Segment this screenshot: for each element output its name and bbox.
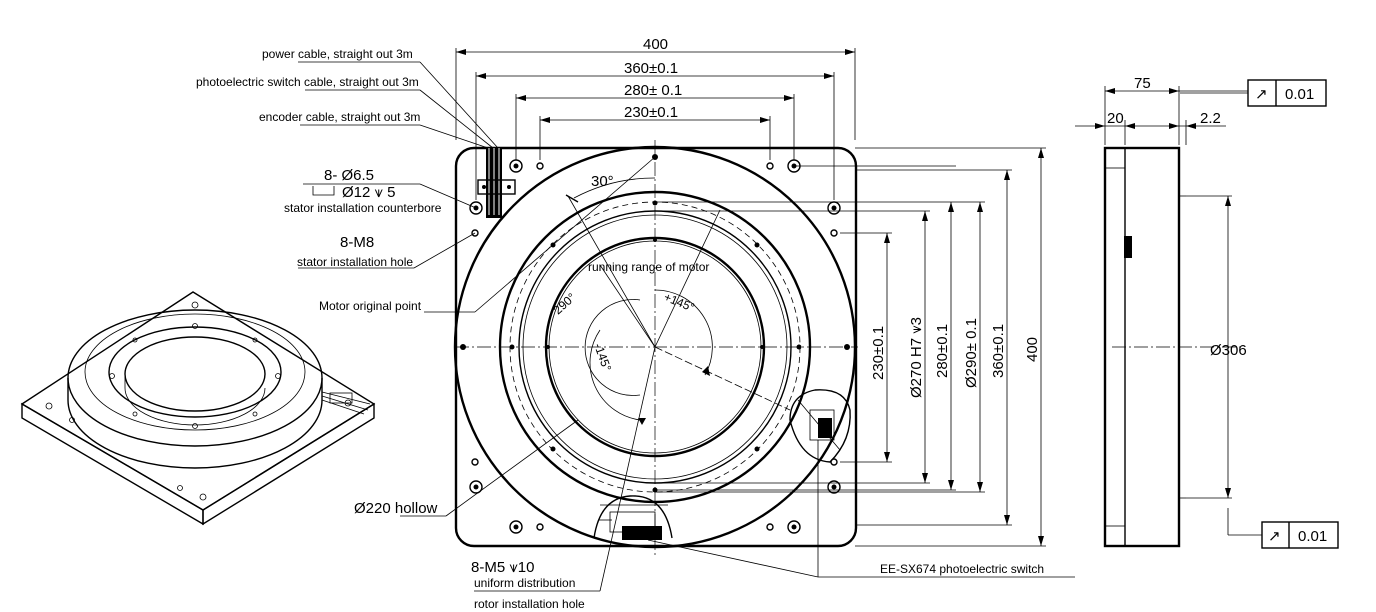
cable-exits	[477, 148, 516, 218]
right-dimensions: 230±0.1 Ø270 H7 ⩛3 280±0.1 Ø290± 0.1 360…	[655, 147, 1046, 547]
m8-count: 8-M8	[340, 234, 374, 251]
range-plus-label: +145°	[662, 290, 697, 315]
dim-v360: 360±0.1	[990, 324, 1007, 378]
photoelectric-switch-bottom	[593, 495, 673, 540]
switch-label: EE-SX674 photoelectric switch	[880, 562, 1044, 576]
tolerance-frame-bottom: ↗ 0.01	[1227, 508, 1339, 549]
m5-count: 8-M5 ⩛10	[471, 559, 535, 576]
photoelectric-switch-right	[789, 389, 851, 463]
counterbore-spec: Ø12 ⩛ 5	[342, 184, 396, 201]
m5-uniform-label: uniform distribution	[474, 576, 575, 590]
tolerance-top-value: 0.01	[1285, 86, 1314, 103]
top-dimensions: 400 360±0.1 280± 0.1 230±0.1	[455, 36, 856, 200]
hollow-label: Ø220 hollow	[354, 500, 438, 517]
m8-holes	[471, 162, 838, 531]
runout-icon: ↗	[1255, 86, 1268, 103]
dim-v230: 230±0.1	[870, 326, 887, 380]
counterbore-holes	[469, 159, 841, 534]
m5-label: rotor installation hole	[474, 597, 585, 611]
dim-360: 360±0.1	[624, 60, 678, 77]
running-range-label: running range of motor	[588, 260, 709, 274]
range-minus-label: -145°	[591, 341, 614, 373]
dim-side-20: 20	[1107, 110, 1124, 127]
dim-280: 280± 0.1	[624, 82, 682, 99]
runout-icon: ↗	[1268, 528, 1281, 545]
photo-cable-label: photoelectric switch cable, straight out…	[196, 75, 419, 89]
dim-230: 230±0.1	[624, 104, 678, 121]
tolerance-bottom-value: 0.01	[1298, 528, 1327, 545]
counterbore-label: stator installation counterbore	[284, 201, 442, 215]
dim-v290: Ø290± 0.1	[963, 318, 980, 388]
dim-side-2-2: 2.2	[1200, 110, 1221, 127]
counterbore-count: 8- Ø6.5	[324, 167, 374, 184]
dim-v400: 400	[1024, 337, 1041, 362]
tolerance-frame-top: ↗ 0.01	[1180, 79, 1327, 107]
side-view: 75 20 2.2 Ø306 ↗ 0.01 ↗ 0.01	[1075, 75, 1339, 549]
angle-30-label: 30°	[591, 173, 614, 190]
m8-label: stator installation hole	[297, 255, 413, 269]
origin-label: Motor original point	[319, 299, 422, 313]
dim-side-306: Ø306	[1210, 342, 1247, 359]
dim-side-75: 75	[1134, 75, 1151, 92]
encoder-cable-label: encoder cable, straight out 3m	[259, 110, 420, 124]
dim-width-400: 400	[643, 36, 668, 53]
left-callouts: power cable, straight out 3m photoelectr…	[196, 47, 1075, 611]
isometric-view	[20, 291, 376, 526]
dim-v280: 280±0.1	[934, 324, 951, 378]
power-cable-label: power cable, straight out 3m	[262, 47, 413, 61]
dim-v270: Ø270 H7 ⩛3	[908, 317, 925, 398]
